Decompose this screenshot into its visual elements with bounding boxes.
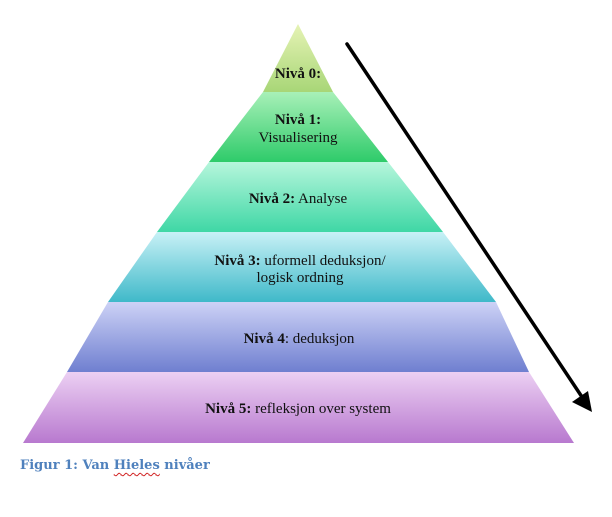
caption-suffix: nivåer <box>159 458 210 473</box>
level-5-label-rest: refleksjon over system <box>251 401 391 417</box>
pyramid-level-1 <box>209 92 388 162</box>
pyramid-level-2 <box>157 162 443 232</box>
caption-underlined-word: Hieles <box>113 458 160 473</box>
level-4-label-bold: Nivå 4 <box>244 331 286 347</box>
pyramid-level-4 <box>67 302 529 372</box>
level-1-label-bold: Nivå 1: <box>275 112 321 128</box>
level-3-label-bold: Nivå 3: <box>214 253 260 269</box>
caption-prefix: Figur 1: Van <box>20 458 114 473</box>
level-3-label-rest: uformell deduksjon/ <box>261 253 387 269</box>
level-2-label: Nivå 2: Analyse <box>249 191 348 207</box>
level-1-label-line2: Visualisering <box>258 130 338 146</box>
level-5-label-bold: Nivå 5: <box>205 401 251 417</box>
level-1-label-rest: Visualisering <box>258 130 338 146</box>
figure-caption: Figur 1: Van Hieles nivåer <box>20 458 210 473</box>
progression-arrow-head <box>572 391 592 412</box>
level-3-label-rest2: logisk ordning <box>256 270 344 286</box>
level-5-label: Nivå 5: refleksjon over system <box>205 401 391 417</box>
progression-arrow-line <box>345 42 586 402</box>
level-3-label-line2: logisk ordning <box>256 270 344 286</box>
pyramid-level-5 <box>23 372 574 443</box>
pyramid-level-0 <box>263 24 333 92</box>
level-2-label-rest: Analyse <box>295 191 347 207</box>
level-2-label-bold: Nivå 2: <box>249 191 295 207</box>
level-1-label: Nivå 1: <box>275 112 321 128</box>
level-4-label: Nivå 4: deduksjon <box>244 331 355 347</box>
level-4-label-rest: : deduksjon <box>285 331 355 347</box>
pyramid-level-3 <box>108 232 496 302</box>
level-3-label: Nivå 3: uformell deduksjon/ <box>214 253 386 269</box>
level-0-label: Nivå 0: <box>275 66 321 82</box>
level-0-label-bold: Nivå 0: <box>275 66 321 82</box>
